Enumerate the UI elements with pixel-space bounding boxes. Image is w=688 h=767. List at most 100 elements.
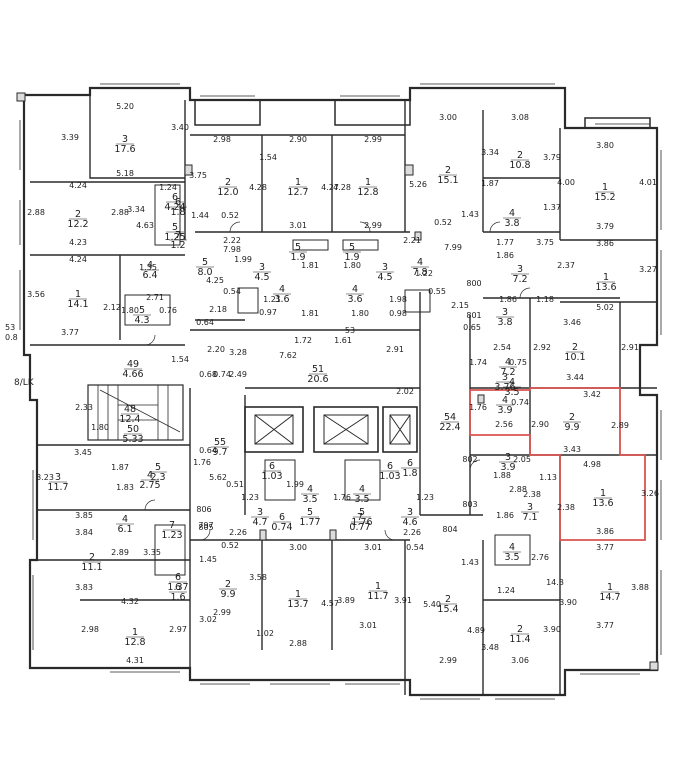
dimension-label: 3.34 — [481, 148, 499, 157]
room-number: 54 — [444, 412, 456, 423]
dimension-label: 1.80 — [343, 261, 361, 270]
room-number: 1 — [375, 581, 381, 592]
room-area: 3.5 — [302, 494, 317, 505]
dimension-label: 1.83 — [116, 483, 134, 492]
dimension-label: 1.23 — [416, 493, 434, 502]
room-area: 4.5 — [254, 272, 269, 283]
room-area: 1.9 — [290, 252, 305, 263]
dimension-label: 3.40 — [171, 123, 189, 132]
room-number: 1 — [607, 582, 613, 593]
room-area: 1.6 — [170, 592, 185, 603]
dimension-label: 4.24 — [69, 181, 87, 190]
dimension-label: 1.99 — [234, 255, 252, 264]
room-area: 0.74 — [271, 522, 292, 533]
room-number: 4 — [509, 377, 515, 388]
room-number: 1 — [603, 272, 609, 283]
dimension-label: 0.74 — [511, 398, 529, 407]
room-number: 4 — [509, 542, 515, 553]
dimension-label: 2.54 — [493, 343, 511, 352]
dimension-label: 1.02 — [256, 629, 274, 638]
dimension-label: 3.77 — [596, 621, 614, 630]
axis-label: 8/LK — [14, 378, 35, 388]
dimension-label: 3.39 — [61, 133, 79, 142]
room-number: 2 — [569, 412, 575, 423]
room-number: 2 — [445, 594, 451, 605]
dimension-label: 3.48 — [481, 643, 499, 652]
dimension-label: 1.21 — [263, 295, 281, 304]
room-area: 4.6 — [402, 517, 417, 528]
room-number: 3 — [517, 264, 523, 275]
dimension-label: 4.28 — [249, 183, 267, 192]
room-area: 4.24 — [164, 202, 185, 213]
room-area: 11.7 — [367, 591, 388, 602]
room-number: 4 — [279, 284, 285, 295]
dimension-label: 1.45 — [199, 555, 217, 564]
room-area: 1.03 — [379, 471, 400, 482]
dimension-label: 1.74 — [469, 358, 487, 367]
dimension-label: 2.88 — [27, 208, 45, 217]
dimension-label: 803 — [462, 500, 477, 509]
dimension-label: 0.76 — [159, 306, 177, 315]
dimension-label: 2.26 — [403, 528, 421, 537]
dimension-label: 3.44 — [566, 373, 584, 382]
room-number: 4 — [502, 395, 508, 406]
dimension-label: 2.12 — [103, 303, 121, 312]
room-number: 4 — [122, 514, 128, 525]
dimension-label: 1.76 — [469, 403, 487, 412]
room-area: 3.6 — [274, 294, 289, 305]
dimension-label: 797 — [198, 521, 213, 530]
dimension-label: 4.98 — [583, 460, 601, 469]
room-number: 2 — [572, 342, 578, 353]
room-area: 10.1 — [564, 352, 585, 363]
room-area: 3.5 — [504, 387, 519, 398]
room-number: 1 — [602, 182, 608, 193]
room-number: 7 — [175, 230, 181, 241]
room-area: 6.4 — [142, 270, 157, 281]
dimension-label: 0.64 — [196, 318, 214, 327]
dimension-label: 2.37 — [557, 261, 575, 270]
dimension-label: 801 — [466, 311, 481, 320]
dimension-label: 5.26 — [409, 180, 427, 189]
room-number: 5 — [295, 242, 301, 253]
dimension-label: 1.80 — [121, 306, 139, 315]
room-number: 49 — [127, 359, 139, 370]
dimension-label: 5.18 — [116, 169, 134, 178]
dimension-label: 4.28 — [333, 183, 351, 192]
room-number: 3 — [257, 507, 263, 518]
dimension-label: 53 — [345, 326, 355, 335]
dimension-label: 1.72 — [294, 336, 312, 345]
dimension-label: 0.98 — [389, 309, 407, 318]
room-number: 2 — [517, 624, 523, 635]
dimension-label: 0.54 — [406, 543, 424, 552]
room-area: 10.8 — [509, 160, 530, 171]
room-number: 4 — [359, 484, 365, 495]
dimension-label: 2.15 — [451, 301, 469, 310]
dimension-label: 2.88 — [111, 208, 129, 217]
dimension-label: 7.99 — [444, 243, 462, 252]
dimension-label: 0.65 — [463, 323, 481, 332]
dimension-label: 2.02 — [396, 387, 414, 396]
room-number: 1 — [75, 289, 81, 300]
room-area: 1.77 — [299, 517, 320, 528]
dimension-label: 3.75 — [536, 238, 554, 247]
dimension-label: 5.62 — [209, 473, 227, 482]
dimension-label: 2.91 — [386, 345, 404, 354]
room-area: 6.1 — [117, 524, 132, 535]
room-number: 6 — [175, 572, 181, 583]
room-area: 9.9 — [564, 422, 579, 433]
dimension-label: 3.56 — [27, 290, 45, 299]
room-number: 3 — [502, 307, 508, 318]
room-number: 2 — [445, 165, 451, 176]
dimension-label: 2.92 — [533, 343, 551, 352]
dimension-label: 7.98 — [223, 245, 241, 254]
dimension-label: 1.80 — [91, 423, 109, 432]
dimension-label: 1.13 — [539, 473, 557, 482]
dimension-label: 1.88 — [493, 471, 511, 480]
dimension-label: 2.33 — [75, 403, 93, 412]
room-area: 20.6 — [307, 374, 328, 385]
room-area: 3.6 — [347, 294, 362, 305]
dimension-label: 5.20 — [116, 102, 134, 111]
room-number: 4 — [352, 284, 358, 295]
dimension-label: 1.54 — [259, 153, 277, 162]
dimension-label: 4.01 — [639, 178, 657, 187]
